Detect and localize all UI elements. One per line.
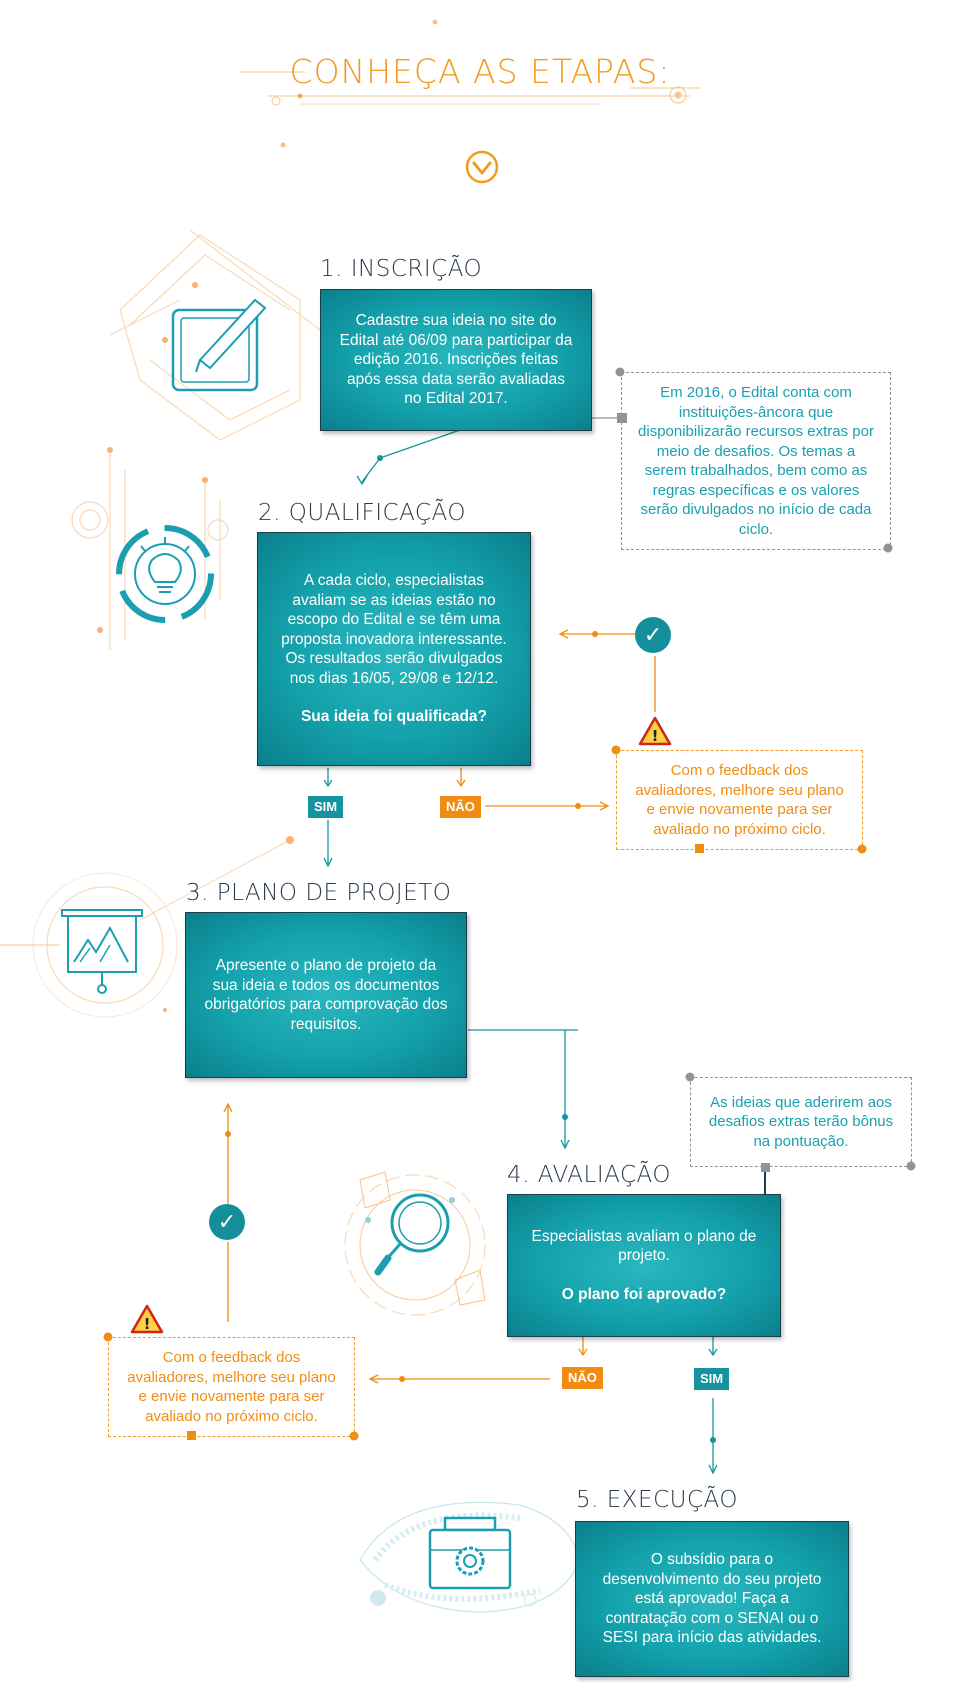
svg-text:!: ! <box>144 1315 151 1333</box>
presentation-board-icon <box>0 836 294 1018</box>
step-4-yes-tag: SIM <box>694 1368 730 1390</box>
evaluation-feedback-note: Com o feedback dos avaliadores, melhore … <box>108 1337 355 1437</box>
step-3-title: 3. PLANO DE PROJETO <box>186 880 452 906</box>
svg-text:!: ! <box>652 727 659 745</box>
briefcase-gear-icon <box>359 1501 581 1613</box>
step-2-box: A cada ciclo, especialistas avaliam se a… <box>257 532 531 766</box>
step-5-title: 5. EXECUÇÃO <box>576 1487 738 1513</box>
chevron-down-icon <box>465 150 499 184</box>
step-2-no-tag: NÃO <box>440 796 481 818</box>
page-title: CONHEÇA AS ETAPAS: <box>289 52 671 91</box>
header-ornament <box>240 19 700 148</box>
pencil-edit-icon <box>109 229 321 441</box>
step-5-box: O subsídio para o desenvolvimento do seu… <box>575 1521 849 1677</box>
step-4-text: Especialistas avaliam o plano de projeto… <box>531 1227 757 1265</box>
step-3-box: Apresente o plano de projeto da sua idei… <box>185 912 467 1078</box>
magnifier-icon <box>344 1171 486 1316</box>
step-2-question: Sua ideia foi qualificada? <box>300 708 488 726</box>
step-1-title: 1. INSCRIÇÃO <box>320 256 483 282</box>
step-3-text: Apresente o plano de projeto da sua idei… <box>204 957 448 1033</box>
flow-connectors <box>103 367 916 1475</box>
lightbulb-icon <box>71 447 229 650</box>
qualification-feedback-note: Com o feedback dos avaliadores, melhore … <box>616 750 863 850</box>
warning-icon: ! <box>638 716 672 746</box>
bonus-note: As ideias que aderirem aos desafios extr… <box>690 1077 912 1167</box>
step-2-title: 2. QUALIFICAÇÃO <box>258 500 466 526</box>
anchor-institutions-note: Em 2016, o Edital conta com instituições… <box>621 372 891 550</box>
step-4-question: O plano foi aprovado? <box>561 1285 727 1303</box>
step-1-text: Cadastre sua ideia no site do Edital até… <box>339 312 573 408</box>
check-icon: ✓ <box>635 617 671 653</box>
step-4-no-tag: NÃO <box>562 1367 603 1389</box>
step-2-text: A cada ciclo, especialistas avaliam se a… <box>281 572 507 687</box>
step-4-box: Especialistas avaliam o plano de projeto… <box>507 1194 781 1337</box>
step-5-text: O subsídio para o desenvolvimento do seu… <box>602 1551 822 1647</box>
step-4-title: 4. AVALIAÇÃO <box>507 1162 671 1188</box>
step-1-box: Cadastre sua ideia no site do Edital até… <box>320 289 592 431</box>
warning-icon: ! <box>130 1304 164 1334</box>
step-2-yes-tag: SIM <box>308 796 344 818</box>
check-icon: ✓ <box>209 1204 245 1240</box>
